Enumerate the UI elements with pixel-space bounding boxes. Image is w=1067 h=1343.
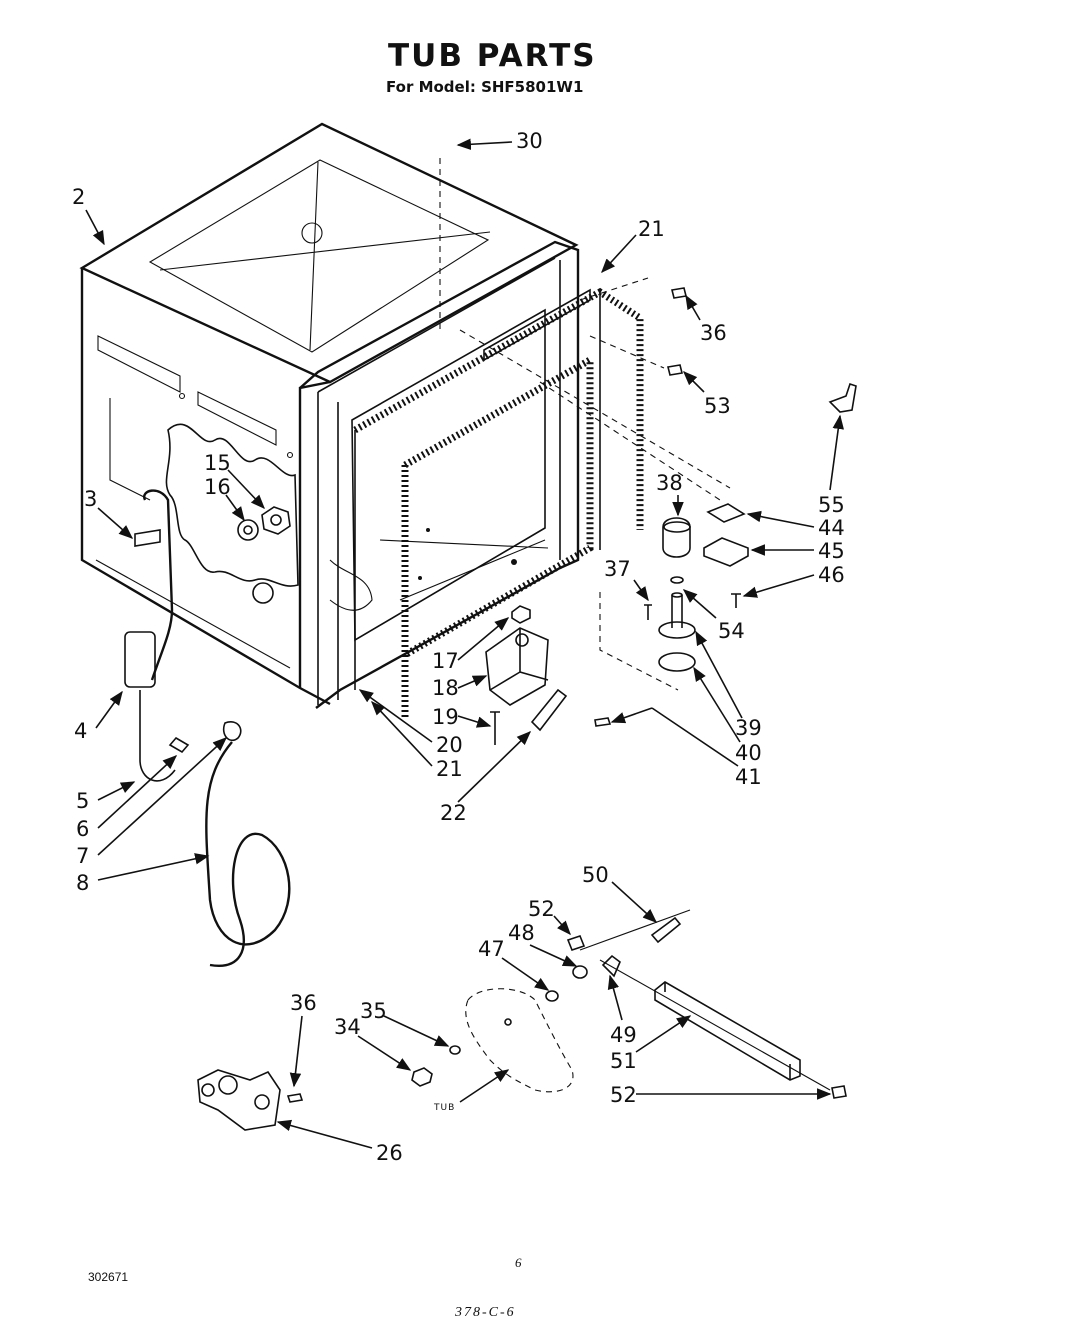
callout-41: 41 [735, 765, 762, 789]
nut-and-washer [237, 506, 291, 604]
callout-52-bottom: 52 [610, 1083, 637, 1107]
callout-49: 49 [610, 1023, 637, 1047]
callout-51: 51 [610, 1049, 637, 1073]
callout-17: 17 [432, 649, 459, 673]
callout-53: 53 [704, 394, 731, 418]
handwritten-code: 378-C-6 [455, 1305, 516, 1320]
callout-40: 40 [735, 741, 762, 765]
callout-54: 54 [718, 619, 745, 643]
callout-3: 3 [84, 487, 97, 511]
callout-55: 55 [818, 493, 845, 517]
tub-label: TUB [433, 1103, 455, 1113]
callout-37: 37 [604, 557, 631, 581]
callout-35: 35 [360, 999, 387, 1023]
callout-44: 44 [818, 516, 845, 540]
callout-labels: 30 2 21 36 53 55 44 45 46 54 37 38 39 40… [72, 129, 845, 1165]
tub-body [79, 122, 591, 709]
callout-20: 20 [436, 733, 463, 757]
callout-18: 18 [432, 676, 459, 700]
callout-22: 22 [440, 801, 467, 825]
model-subtitle: For Model: SHF5801W1 [386, 78, 584, 96]
callout-50: 50 [582, 863, 609, 887]
callout-5: 5 [76, 789, 89, 813]
callout-19: 19 [432, 705, 459, 729]
door-gasket [353, 287, 644, 720]
float-assembly [599, 517, 696, 691]
page-title: TUB PARTS [388, 38, 597, 74]
callout-52-top: 52 [528, 897, 555, 921]
float-switch-bracket [485, 605, 612, 745]
callout-6: 6 [76, 817, 89, 841]
callout-2: 2 [72, 185, 85, 209]
callout-15: 15 [204, 451, 231, 475]
callout-45: 45 [818, 539, 845, 563]
callout-36-top: 36 [700, 321, 727, 345]
page-number: 6 [515, 1255, 522, 1270]
callout-21-top: 21 [638, 217, 665, 241]
callout-4: 4 [74, 719, 87, 743]
callout-47: 47 [478, 937, 505, 961]
callout-46: 46 [818, 563, 845, 587]
fill-hose-assembly [124, 489, 291, 967]
callout-48: 48 [508, 921, 535, 945]
callout-34: 34 [334, 1015, 361, 1039]
assembly-dashed-lines [439, 158, 831, 1093]
callout-16: 16 [204, 475, 231, 499]
callout-21-bottom: 21 [436, 757, 463, 781]
callout-26: 26 [376, 1141, 403, 1165]
leader-lines [85, 138, 844, 1149]
callout-36-bottom: 36 [290, 991, 317, 1015]
callout-38: 38 [656, 471, 683, 495]
document-number: 302671 [88, 1270, 129, 1284]
callout-7: 7 [76, 844, 89, 868]
callout-39: 39 [735, 716, 762, 740]
callout-8: 8 [76, 871, 89, 895]
lower-hardware [197, 916, 847, 1131]
callout-30: 30 [516, 129, 543, 153]
